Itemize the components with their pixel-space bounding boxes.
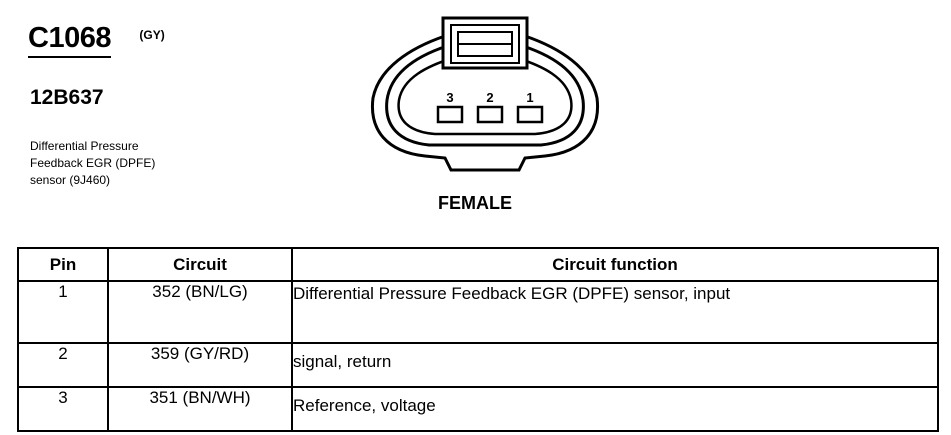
column-header-circuit: Circuit bbox=[107, 247, 293, 282]
connector-description: Differential Pressure Feedback EGR (DPFE… bbox=[30, 138, 250, 189]
table-header-row: Pin Circuit Circuit function bbox=[17, 247, 939, 282]
pin-cell: 2 bbox=[17, 342, 109, 388]
table-row: 2 359 (GY/RD) signal, return bbox=[17, 342, 939, 388]
connector-middle-outline bbox=[385, 44, 585, 147]
pin-label-3: 3 bbox=[446, 90, 453, 105]
connector-id: C1068 bbox=[28, 22, 111, 58]
pinout-table: Pin Circuit Circuit function 1 352 (BN/L… bbox=[17, 247, 939, 432]
connector-gender-label: FEMALE bbox=[438, 193, 512, 213]
table-row: 3 351 (BN/WH) Reference, voltage bbox=[17, 386, 939, 432]
pin-cavity-2 bbox=[476, 105, 504, 124]
table-row: 1 352 (BN/LG) Differential Pressure Feed… bbox=[17, 280, 939, 344]
connector-face-diagram: 3 2 1 bbox=[370, 16, 600, 172]
pin-cell: 1 bbox=[17, 280, 109, 344]
column-header-pin: Pin bbox=[17, 247, 109, 282]
description-line: Feedback EGR (DPFE) bbox=[30, 156, 156, 170]
description-line: sensor (9J460) bbox=[30, 173, 111, 187]
pin-cavity-1 bbox=[516, 105, 544, 124]
function-cell: signal, return bbox=[291, 342, 939, 388]
pin-cavity-3 bbox=[436, 105, 464, 124]
column-header-function: Circuit function bbox=[291, 247, 939, 282]
pin-label-1: 1 bbox=[526, 90, 533, 105]
function-cell: Differential Pressure Feedback EGR (DPFE… bbox=[291, 280, 939, 344]
part-number: 12B637 bbox=[30, 86, 104, 109]
circuit-cell: 351 (BN/WH) bbox=[107, 386, 293, 432]
connector-latch-inner bbox=[450, 24, 520, 64]
circuit-cell: 352 (BN/LG) bbox=[107, 280, 293, 344]
function-cell: Reference, voltage bbox=[291, 386, 939, 432]
connector-header: C1068 (GY) bbox=[28, 22, 165, 58]
circuit-cell: 359 (GY/RD) bbox=[107, 342, 293, 388]
pin-label-2: 2 bbox=[486, 90, 493, 105]
connector-outer-housing bbox=[370, 22, 600, 172]
pin-cell: 3 bbox=[17, 386, 109, 432]
connector-color-code: (GY) bbox=[139, 28, 165, 42]
description-line: Differential Pressure bbox=[30, 139, 139, 153]
connector-inner-outline bbox=[397, 56, 573, 136]
